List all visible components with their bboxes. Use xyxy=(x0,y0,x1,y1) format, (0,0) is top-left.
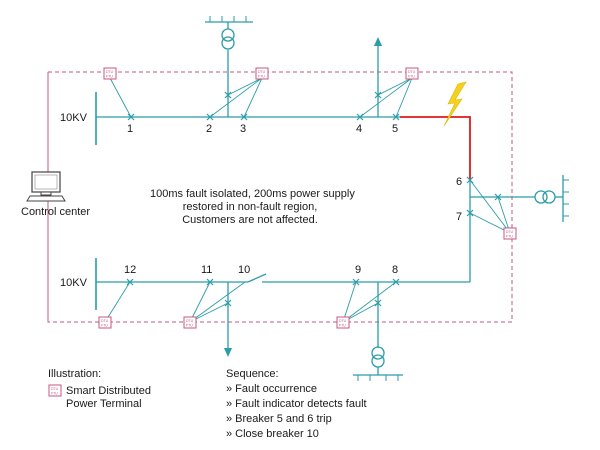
arrow-up-icon xyxy=(374,37,382,46)
sequence-list: Fault occurrence Fault indicator detects… xyxy=(226,382,367,442)
breaker-label-11: 11 xyxy=(201,264,213,276)
sequence-step-2: Fault indicator detects fault xyxy=(226,397,366,412)
svg-text:DTU: DTU xyxy=(101,319,109,323)
voltage-label-bottom: 10KV xyxy=(60,277,87,289)
breaker-label-1: 1 xyxy=(127,123,134,135)
legend-terminal-line-1: Smart Distributed xyxy=(66,385,151,397)
computer-icon xyxy=(26,171,66,202)
svg-text:FTU: FTU xyxy=(258,75,265,79)
breaker-label-10: 10 xyxy=(238,264,251,276)
svg-text:FTU: FTU xyxy=(186,324,193,328)
svg-text:DTU: DTU xyxy=(106,70,114,74)
center-note: 100ms fault isolated, 200ms power supply… xyxy=(150,188,355,227)
legend-terminal-line-2: Power Terminal xyxy=(66,398,142,410)
svg-text:FTU: FTU xyxy=(408,75,415,79)
breaker-label-4: 4 xyxy=(356,123,363,135)
svg-text:DTU: DTU xyxy=(506,230,514,234)
fault-section-line xyxy=(400,116,471,180)
transformer-icon-bottom xyxy=(371,346,385,360)
voltage-label-top: 10KV xyxy=(60,112,87,124)
breaker-label-3: 3 xyxy=(240,123,247,135)
svg-text:FTU: FTU xyxy=(51,392,58,396)
center-note-line-2: restored in non-fault region, xyxy=(182,201,318,213)
indicator-links xyxy=(104,77,511,323)
control-center-label: Control center xyxy=(21,206,91,218)
center-note-line-1: 100ms fault isolated, 200ms power supply xyxy=(150,188,355,200)
breaker-label-12: 12 xyxy=(124,264,137,276)
lightning-icon xyxy=(443,81,467,127)
breaker-label-5: 5 xyxy=(392,123,399,135)
sequence-step-1: Fault occurrence xyxy=(226,382,367,397)
arrow-down-icon xyxy=(224,348,232,357)
sequence-step-4: Close breaker 10 xyxy=(226,427,367,442)
breaker-label-7: 7 xyxy=(456,211,463,223)
svg-text:FTU: FTU xyxy=(339,324,346,328)
svg-text:DTU: DTU xyxy=(339,319,347,323)
transformer-icon xyxy=(221,36,235,50)
svg-text:FTU: FTU xyxy=(506,235,513,239)
transformer-icon-right xyxy=(534,190,548,204)
svg-text:DTU: DTU xyxy=(186,319,194,323)
communication-link xyxy=(47,71,513,323)
breaker-label-9: 9 xyxy=(355,264,362,276)
breaker-label-2: 2 xyxy=(206,123,213,135)
svg-text:FTU: FTU xyxy=(101,324,108,328)
svg-text:DTU: DTU xyxy=(408,70,416,74)
svg-text:FTU: FTU xyxy=(106,75,113,79)
smart-terminal-icons xyxy=(48,67,517,397)
breaker-label-6: 6 xyxy=(456,176,463,188)
sequence-step-3: Breaker 5 and 6 trip xyxy=(226,412,367,427)
svg-text:DTU: DTU xyxy=(51,387,59,391)
breaker-label-8: 8 xyxy=(392,264,399,276)
open-breaker-10 xyxy=(247,273,267,283)
svg-text:DTU: DTU xyxy=(258,70,266,74)
sequence-title: Sequence: xyxy=(226,368,279,380)
legend-terminal-label: Smart Distributed Power Terminal xyxy=(66,385,151,411)
center-note-line-3: Customers are not affected. xyxy=(182,214,318,226)
legend-title: Illustration: xyxy=(48,368,102,380)
transformer-icon-2 xyxy=(221,28,235,42)
